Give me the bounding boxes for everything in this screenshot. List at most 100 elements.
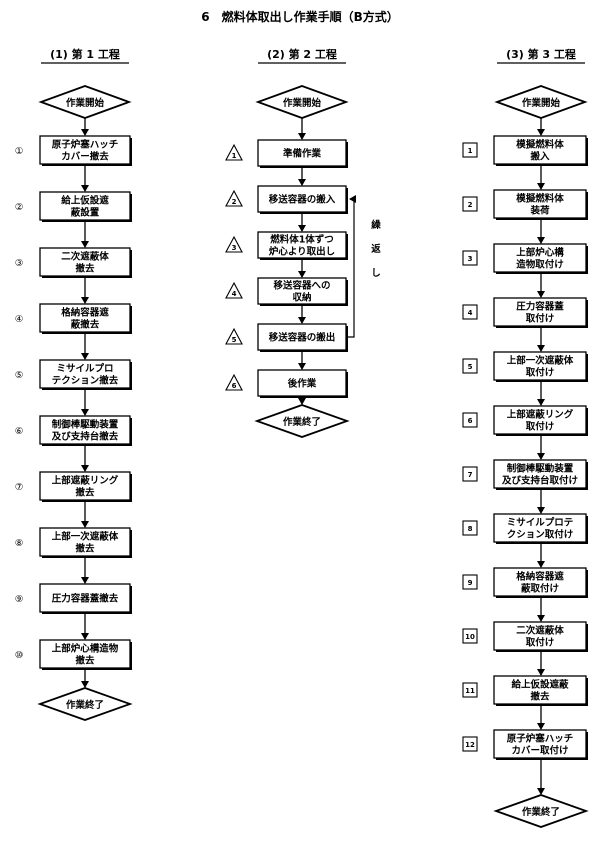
- end-terminal-shape: [37, 687, 133, 721]
- step-label: 移送容器の搬入: [269, 194, 336, 206]
- step-number: 5: [462, 358, 478, 374]
- step-label: 制御棒駆動装置: [52, 419, 119, 431]
- process-step: 圧力容器蓋撤去: [39, 583, 132, 614]
- step-box: [39, 415, 131, 445]
- step-number-label: ⑥: [15, 426, 24, 437]
- step-number-label: 1: [468, 147, 473, 155]
- start-terminal: 作業開始: [255, 85, 349, 119]
- step-number-label: ④: [15, 314, 24, 325]
- step-label: 取付け: [526, 421, 555, 433]
- square-marker-icon: [462, 628, 478, 644]
- step-number-label: 3: [232, 244, 237, 252]
- step-number-label: 4: [232, 290, 237, 298]
- square-marker-icon: [462, 142, 478, 158]
- step-number: ④: [15, 314, 24, 325]
- square-marker-icon: [462, 250, 478, 266]
- step-label: カバー撤去: [61, 151, 109, 163]
- step-label: 二次遮蔽体: [516, 625, 564, 637]
- step-number-label: 4: [468, 309, 473, 317]
- process-step: 準備作業: [257, 139, 348, 168]
- step-box: [39, 303, 131, 333]
- step-number: ②: [15, 202, 24, 213]
- square-marker-icon: [462, 520, 478, 536]
- process-column-3: (3) 第 3 工程作業開始模擬燃料体搬入1模擬燃料体装荷2上部炉心構造物取付け…: [462, 47, 589, 828]
- step-label: 造物取付け: [516, 259, 564, 271]
- step-label: 上部遮蔽リング: [52, 475, 119, 487]
- start-terminal-label: 作業開始: [283, 97, 322, 109]
- step-number: ⑤: [15, 370, 24, 381]
- step-label: 給上仮設遮蔽: [511, 679, 569, 691]
- step-label: テクション撤去: [52, 375, 119, 387]
- repeat-loop: 繰返し: [348, 195, 381, 338]
- step-box: [39, 135, 131, 165]
- step-number: 2: [225, 189, 243, 207]
- step-number: 1: [462, 142, 478, 158]
- step-label: 移送容器への: [273, 280, 330, 292]
- start-terminal: 作業開始: [38, 85, 132, 119]
- step-number: 10: [462, 628, 478, 644]
- step-number: ③: [15, 258, 24, 269]
- step-label: 撤去: [75, 543, 95, 555]
- step-box: [493, 405, 587, 435]
- column-header: (3) 第 3 工程: [506, 47, 576, 61]
- end-terminal: 作業終了: [37, 687, 133, 721]
- start-terminal-label: 作業開始: [522, 97, 561, 109]
- step-label: 及び支持台取付け: [502, 475, 578, 487]
- step-label: 撤去: [530, 691, 550, 703]
- step-label: 取付け: [526, 367, 555, 379]
- step-box: [39, 583, 131, 613]
- step-number-label: ⑤: [15, 370, 24, 381]
- step-box: [493, 567, 587, 597]
- step-box: [493, 675, 587, 705]
- step-box: [257, 323, 347, 351]
- column-header: (2) 第 2 工程: [267, 47, 337, 61]
- triangle-marker-icon: [225, 281, 243, 299]
- step-box: [493, 513, 587, 543]
- step-label: 上部一次遮蔽体: [507, 355, 574, 367]
- step-number-label: ⑧: [15, 538, 24, 549]
- step-number: 12: [462, 736, 478, 752]
- end-terminal: 作業終了: [254, 404, 350, 438]
- end-terminal-shape: [493, 794, 589, 828]
- step-label: 後作業: [288, 378, 317, 390]
- step-label: 搬入: [530, 151, 550, 163]
- step-number-label: 2: [468, 201, 473, 209]
- step-label: 取付け: [526, 313, 555, 325]
- step-number-label: 10: [465, 633, 475, 641]
- step-number-label: 1: [232, 152, 237, 160]
- step-label: 模擬燃料体: [516, 139, 564, 151]
- step-number-label: ②: [15, 202, 24, 213]
- end-terminal-label: 作業終了: [66, 699, 104, 711]
- step-label: 移送容器の搬出: [269, 332, 336, 344]
- step-number: 2: [462, 196, 478, 212]
- process-step: 移送容器の搬出: [257, 323, 348, 352]
- step-label: 準備作業: [283, 148, 322, 160]
- end-terminal-label: 作業終了: [522, 806, 560, 818]
- step-number: 6: [462, 412, 478, 428]
- step-box: [257, 277, 347, 305]
- step-number-label: 7: [468, 471, 473, 479]
- step-number: 4: [462, 304, 478, 320]
- step-label: 及び支持台撤去: [52, 431, 119, 443]
- square-marker-icon: [462, 466, 478, 482]
- step-box: [39, 359, 131, 389]
- step-box: [39, 471, 131, 501]
- step-number-label: 9: [468, 579, 473, 587]
- step-label: ミサイルプロテ: [507, 517, 574, 529]
- step-number-label: 6: [232, 382, 237, 390]
- step-number-label: ③: [15, 258, 24, 269]
- step-label: 蔽撤去: [71, 319, 100, 331]
- step-box: [257, 139, 347, 167]
- step-label: 圧力容器蓋撤去: [52, 593, 119, 605]
- step-label: 給上仮設遮: [61, 195, 109, 207]
- step-label: 炉心より取出し: [269, 246, 335, 258]
- step-label: 取付け: [526, 637, 555, 649]
